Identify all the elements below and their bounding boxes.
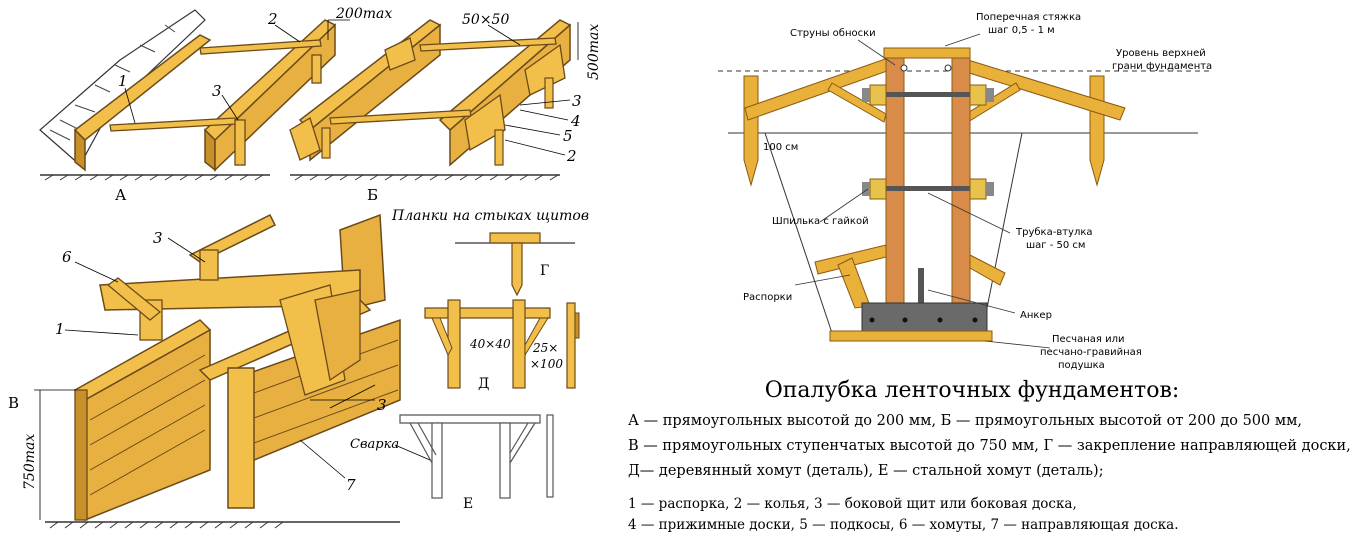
caption-line-3: Д— деревянный хомут (деталь), Е — стальн… <box>628 463 1104 479</box>
drawing-v: 6 1 3 3 7 В <box>8 213 401 529</box>
label-e: Е <box>463 496 473 512</box>
caption-title: Опалубка ленточных фундаментов: <box>764 378 1180 403</box>
stud-label: Шпилька с гайкой <box>772 216 869 227</box>
label-n6-v: 6 <box>62 248 72 266</box>
sleeve-label-1: Трубка-втулка <box>1015 227 1093 238</box>
level-label-2: грани фундамента <box>1112 61 1212 72</box>
label-n3-a: 3 <box>212 82 222 100</box>
legend-line-1: 1 — распорка, 2 — колья, 3 — боковой щит… <box>628 496 1077 512</box>
label-n1-a: 1 <box>118 72 128 90</box>
label-a: А <box>115 186 127 204</box>
strings-label: Струны обноски <box>790 28 876 39</box>
caption-line-1: А — прямоугольных высотой до 200 мм, Б —… <box>628 413 1303 429</box>
label-n4-b: 4 <box>570 112 581 130</box>
label-b: Б <box>367 186 378 204</box>
drawing-b: 50×50 3 4 5 2 Б <box>289 12 582 204</box>
level-label-1: Уровень верхней <box>1116 48 1206 59</box>
formwork-illustration: 1 2 3 А 200max <box>8 6 1212 529</box>
dim-200max: 200max <box>327 6 392 40</box>
label-n1-v: 1 <box>55 320 65 338</box>
label-n2-a: 2 <box>267 10 278 28</box>
detail-e: Сварка Е <box>350 414 554 512</box>
detail-g: Планки на стыках щитов Г <box>391 208 589 297</box>
label-n3-b: 3 <box>572 92 582 110</box>
label-g: Г <box>540 263 549 279</box>
label-n2-b: 2 <box>566 147 577 165</box>
svarka-label: Сварка <box>350 437 399 452</box>
braces-label: Распорки <box>743 292 792 303</box>
label-n7-v: 7 <box>346 476 356 494</box>
planki-label: Планки на стыках щитов <box>391 208 589 224</box>
cushion-label-2: песчано-гравийная <box>1040 347 1142 358</box>
dim-40x40: 40×40 <box>469 337 511 351</box>
anchor-label: Анкер <box>1020 310 1052 321</box>
drawing-a: 1 2 3 А <box>39 9 337 204</box>
label-v: В <box>8 394 19 412</box>
sleeve-label-2: шаг - 50 см <box>1026 240 1085 251</box>
cross-tie-label-2: шаг 0,5 - 1 м <box>988 25 1055 36</box>
label-n3-v-top: 3 <box>153 229 163 247</box>
cross-tie-label-1: Поперечная стяжка <box>976 12 1081 23</box>
depth-label: 100 см <box>763 142 798 153</box>
caption-block: Опалубка ленточных фундаментов: А — прям… <box>628 378 1351 536</box>
dim-200max-text: 200max <box>335 6 392 22</box>
dim-x100: ×100 <box>530 357 563 371</box>
legend-line-2: 4 — прижимные доски, 5 — подкосы, 6 — хо… <box>628 517 1179 533</box>
section-diagram: Струны обноски Поперечная стяжка шаг 0,5… <box>718 12 1212 371</box>
detail-d: 40×40 25× ×100 Д <box>424 299 580 392</box>
dim-500max-text: 500max <box>586 24 602 80</box>
cushion-label-3: подушка <box>1058 360 1105 371</box>
dim-25x: 25× <box>532 341 558 355</box>
caption-line-2: В — прямоугольных ступенчатых высотой до… <box>628 438 1351 454</box>
dim-750max: 750max <box>22 389 76 520</box>
cushion-label-1: Песчаная или <box>1052 334 1124 345</box>
label-n3-v: 3 <box>377 396 387 414</box>
dim-750max-text: 750max <box>22 434 38 490</box>
label-n5-b: 5 <box>563 127 573 145</box>
dim-500max: 500max <box>577 22 602 80</box>
label-d: Д <box>478 376 489 392</box>
dim-50x50: 50×50 <box>462 12 509 28</box>
